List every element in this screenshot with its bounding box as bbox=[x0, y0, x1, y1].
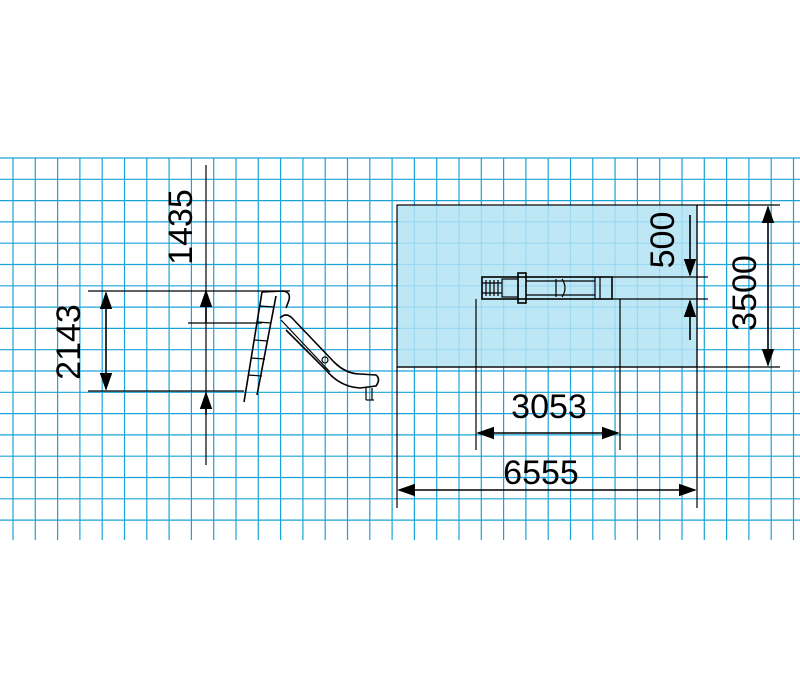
platform-height-label: 1435 bbox=[162, 189, 200, 265]
overall-width-label: 3500 bbox=[726, 255, 764, 331]
equipment-width-label: 500 bbox=[644, 212, 682, 269]
slide-plan bbox=[481, 272, 613, 304]
total-height-label: 2143 bbox=[50, 304, 88, 380]
safety-zone bbox=[396, 204, 698, 368]
plan-view: 3053 6555 3500 500 bbox=[396, 204, 780, 508]
overall-length-label: 6555 bbox=[503, 454, 579, 492]
slide-elevation bbox=[243, 290, 380, 403]
side-view: 2143 1435 bbox=[50, 165, 380, 465]
equipment-length-label: 3053 bbox=[511, 388, 587, 426]
